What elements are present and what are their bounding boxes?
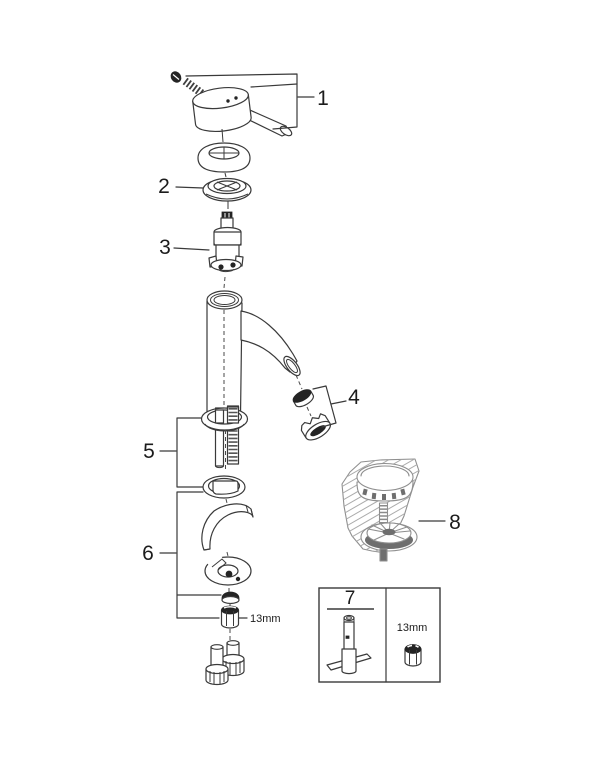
escutcheon-cap-ring	[202, 177, 252, 202]
toolbox-part-label: 7	[345, 588, 356, 609]
wedge-spacer	[201, 503, 254, 551]
callout-4: 4	[312, 385, 360, 428]
pop-up-waste	[341, 458, 420, 562]
toolbox: 7 13mm	[318, 587, 441, 683]
base-ring	[200, 407, 249, 432]
nut-size-callout: 13mm	[238, 613, 281, 625]
flow-restrictor	[292, 389, 315, 408]
callout-3: 3	[159, 236, 210, 259]
callout-2: 2	[158, 175, 204, 198]
part-label-4: 4	[348, 386, 360, 409]
dome-washer	[221, 591, 240, 605]
nut-size-label: 13mm	[250, 613, 281, 625]
seal-ring	[202, 475, 246, 499]
callout-6: 6	[142, 491, 222, 619]
part-label-6: 6	[142, 542, 154, 565]
handle-drum	[192, 86, 252, 133]
aerator-housing	[300, 413, 332, 441]
part-label-2: 2	[158, 175, 170, 198]
handle-assembly	[170, 71, 293, 137]
part-label-3: 3	[159, 236, 171, 259]
faucet-body	[206, 290, 301, 417]
callout-8: 8	[418, 511, 461, 534]
socket-tool-icon	[326, 614, 372, 675]
callout-5: 5	[143, 417, 204, 488]
handle-cap-ring	[197, 142, 251, 173]
nut-icon	[404, 644, 422, 667]
part-label-5: 5	[143, 440, 155, 463]
horseshoe-washer	[204, 551, 252, 586]
cartridge	[208, 211, 244, 273]
callout-1: 1	[185, 73, 329, 130]
supply-connectors	[205, 640, 245, 686]
mounting-nut	[220, 605, 240, 629]
pop-up-cap	[356, 462, 414, 502]
part-label-1: 1	[317, 87, 329, 110]
shank-tops	[214, 406, 240, 424]
part-label-8: 8	[449, 511, 461, 534]
toolbox-size-label: 13mm	[397, 622, 428, 634]
spout	[240, 310, 301, 377]
waste-flange	[360, 522, 418, 552]
